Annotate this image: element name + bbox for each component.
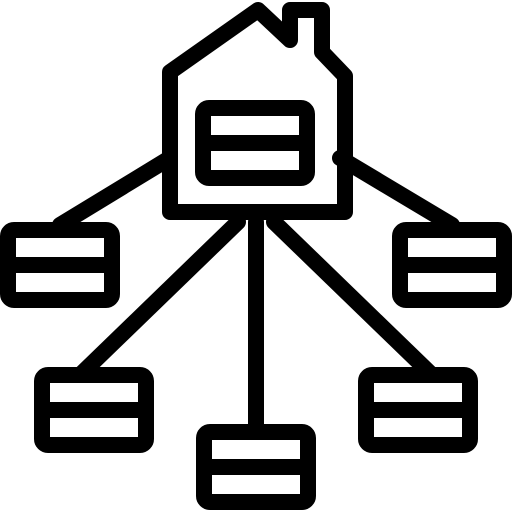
house-outline xyxy=(162,2,353,220)
connection-line-right xyxy=(332,150,460,233)
node-server-icon-bottom-right xyxy=(358,367,478,453)
connection-line-bottom-left xyxy=(72,214,246,383)
connection-line-bottom-right xyxy=(266,214,440,383)
connection-lines xyxy=(52,150,460,440)
node-server-icon-bottom-left xyxy=(34,367,154,453)
node-server-icon-left xyxy=(0,222,120,308)
house-icon xyxy=(162,2,353,220)
node-server-icons xyxy=(0,222,512,510)
node-server-icon-right xyxy=(392,222,512,308)
central-server-icon xyxy=(195,100,315,186)
connection-line-left xyxy=(52,150,178,233)
node-server-icon-bottom-center xyxy=(196,424,316,510)
